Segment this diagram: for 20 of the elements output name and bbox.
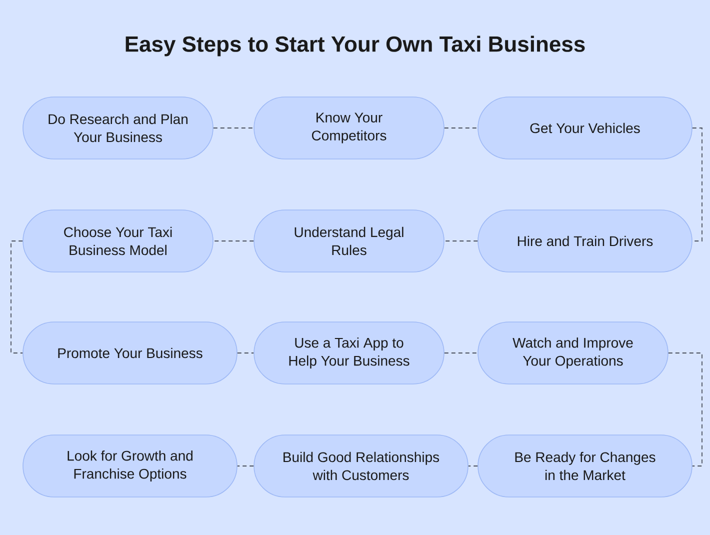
connector-line: [692, 128, 702, 242]
connector-line: [10, 240, 24, 354]
step-pill: Understand Legal Rules: [254, 210, 444, 272]
step-pill: Look for Growth and Franchise Options: [22, 434, 238, 498]
step-pill: Use a Taxi App to Help Your Business: [254, 322, 444, 384]
step-pill: Hire and Train Drivers: [478, 210, 692, 272]
step-pill: Know Your Competitors: [254, 96, 444, 160]
connector-line: [444, 240, 478, 242]
step-pill: Promote Your Business: [22, 322, 238, 384]
step-pill: Get Your Vehicles: [478, 96, 692, 160]
connector-line: [668, 352, 702, 466]
step-pill: Do Research and Plan Your Business: [22, 96, 214, 160]
step-pill: Build Good Relationships with Customers: [254, 434, 468, 498]
step-pill: Choose Your Taxi Business Model: [22, 210, 214, 272]
connector-line: [212, 240, 254, 242]
step-pill: Watch and Improve Your Operations: [478, 322, 668, 384]
title: Easy Steps to Start Your Own Taxi Business: [126, 36, 585, 56]
connector-line: [236, 352, 254, 354]
connector-line: [444, 352, 478, 354]
step-pill: Be Ready for Changes in the Market: [478, 434, 692, 498]
